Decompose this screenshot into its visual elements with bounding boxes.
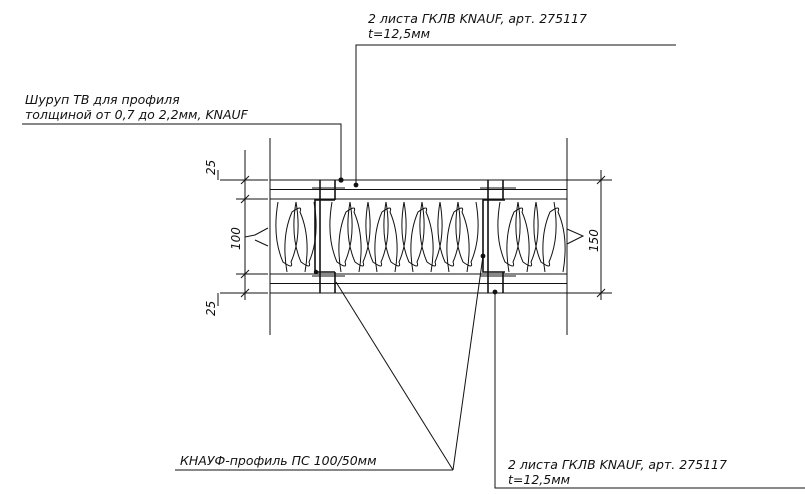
leader-screw: Шуруп ТВ для профиля толщиной от 0,7 до …	[22, 92, 342, 180]
label-profile: КНАУФ-профиль ПС 100/50мм	[180, 453, 377, 468]
label-bottom-sheets-line1: 2 листа ГКЛВ KNAUF, арт. 275117	[508, 457, 727, 472]
leader-profile: КНАУФ-профиль ПС 100/50мм	[175, 255, 484, 471]
label-bottom-sheets-line2: t=12,5мм	[508, 472, 570, 487]
bottom-gypsum-boards	[269, 273, 568, 294]
dim-core: 100	[229, 227, 243, 250]
top-gypsum-boards	[269, 179, 568, 200]
right-dimension: 150	[566, 170, 612, 300]
mineral-wool-insulation	[270, 198, 567, 275]
left-dimension-chain: 25 100 25	[204, 150, 269, 316]
dim-total: 150	[587, 229, 601, 252]
leader-top-sheets: 2 листа ГКЛВ KNAUF, арт. 275117 t=12,5мм	[355, 11, 676, 185]
label-screw-line2: толщиной от 0,7 до 2,2мм, KNAUF	[25, 107, 249, 122]
label-top-sheets-line2: t=12,5мм	[368, 26, 430, 41]
dim-top-board: 25	[204, 160, 218, 175]
label-top-sheets-line1: 2 листа ГКЛВ KNAUF, арт. 275117	[368, 11, 587, 26]
leader-bottom-sheets: 2 листа ГКЛВ KNAUF, арт. 275117 t=12,5мм	[494, 292, 805, 489]
dim-bottom-board: 25	[204, 301, 218, 316]
left-stud-profile	[312, 177, 359, 293]
label-screw-line1: Шуруп ТВ для профиля	[25, 92, 180, 107]
right-stud-profile	[480, 180, 516, 295]
